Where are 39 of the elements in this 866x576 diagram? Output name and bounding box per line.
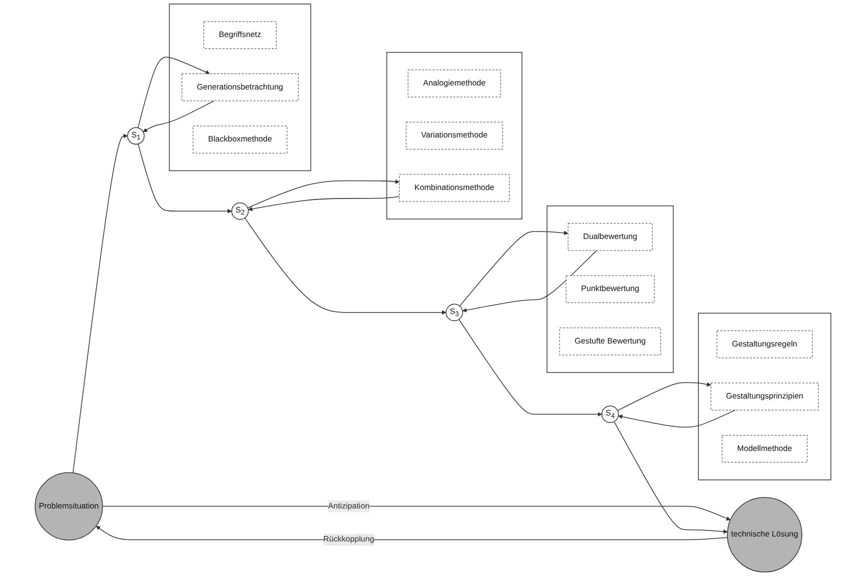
cluster bbox=[546, 205, 674, 373]
node-box: Blackboxmethode bbox=[192, 126, 288, 154]
node-box: Gestaltungsregeln bbox=[716, 330, 813, 358]
node-box: Variationsmethode bbox=[406, 122, 503, 150]
node-box: Dualbewertung bbox=[568, 223, 652, 251]
node-box: Begriffsnetz bbox=[204, 21, 276, 49]
arrow bbox=[618, 410, 736, 428]
node-box: Gestaltungsprinzipien bbox=[710, 382, 819, 410]
node-box: Analogiemethode bbox=[408, 70, 501, 98]
cluster bbox=[698, 312, 832, 480]
arrow bbox=[458, 319, 602, 416]
arrow bbox=[462, 250, 597, 312]
node-box: Kombinationsmethode bbox=[399, 174, 510, 202]
arrow bbox=[102, 506, 731, 520]
node-circle: technische Lösung bbox=[726, 497, 802, 572]
node-circle: Problemsituation bbox=[34, 472, 103, 540]
node-box: Punktbewertung bbox=[566, 275, 654, 303]
node-circle: S$_{2}$ bbox=[231, 202, 249, 220]
node-circle: S$_{3}$ bbox=[446, 304, 464, 322]
arrow bbox=[248, 196, 400, 212]
node-box: Generationsbetrachtung bbox=[182, 74, 298, 102]
edge-label: Antizipation bbox=[328, 502, 370, 510]
arrow bbox=[244, 218, 446, 315]
node-circle: S$_{1}$ bbox=[127, 127, 145, 145]
node-box: Gestufte Bewertung bbox=[559, 328, 661, 356]
edge-label: Rückkopplung bbox=[323, 535, 374, 544]
arrow bbox=[138, 56, 210, 128]
node-circle: S$_{4}$ bbox=[601, 406, 619, 423]
cluster bbox=[386, 52, 522, 220]
arrow bbox=[142, 100, 214, 132]
arrow bbox=[614, 421, 728, 534]
arrow bbox=[72, 134, 128, 474]
arrow bbox=[459, 230, 568, 306]
cluster bbox=[168, 4, 312, 172]
arrow bbox=[617, 382, 712, 411]
arrow bbox=[96, 526, 728, 540]
node-box: Modellmethode bbox=[722, 434, 808, 463]
arrow bbox=[138, 144, 232, 214]
arrow bbox=[247, 179, 400, 208]
